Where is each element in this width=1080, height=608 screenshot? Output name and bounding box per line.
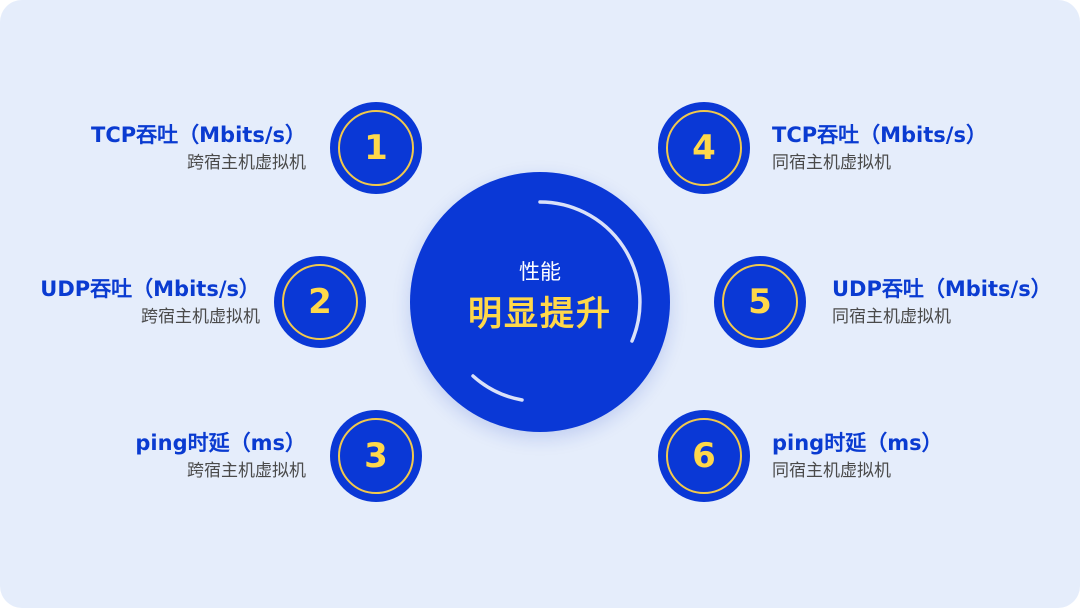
label-2: UDP吞吐（Mbits/s） 跨宿主机虚拟机 bbox=[0, 276, 260, 329]
node-ring bbox=[722, 264, 798, 340]
center-title: 明显提升 bbox=[468, 294, 612, 334]
node-ring bbox=[666, 110, 742, 186]
item-desc: 同宿主机虚拟机 bbox=[772, 153, 891, 173]
label-6: ping时延（ms） 同宿主机虚拟机 bbox=[772, 430, 1072, 483]
node-ring bbox=[338, 418, 414, 494]
label-3: ping时延（ms） 跨宿主机虚拟机 bbox=[6, 430, 306, 483]
item-desc: 跨宿主机虚拟机 bbox=[187, 461, 306, 481]
center-ring-decoration bbox=[471, 200, 642, 402]
item-desc: 跨宿主机虚拟机 bbox=[187, 153, 306, 173]
item-desc: 同宿主机虚拟机 bbox=[832, 307, 951, 327]
item-desc: 跨宿主机虚拟机 bbox=[141, 307, 260, 327]
item-title: ping时延（ms） bbox=[772, 431, 943, 455]
label-4: TCP吞吐（Mbits/s） 同宿主机虚拟机 bbox=[772, 122, 1072, 175]
node-number: 4 bbox=[692, 128, 716, 168]
node-3: 3 bbox=[330, 410, 422, 502]
node-number: 1 bbox=[364, 128, 388, 168]
node-4: 4 bbox=[658, 102, 750, 194]
label-5: UDP吞吐（Mbits/s） 同宿主机虚拟机 bbox=[832, 276, 1072, 329]
node-number: 5 bbox=[748, 282, 772, 322]
item-desc: 同宿主机虚拟机 bbox=[772, 461, 891, 481]
center-subtitle: 性能 bbox=[519, 260, 561, 284]
node-1: 1 bbox=[330, 102, 422, 194]
node-6: 6 bbox=[658, 410, 750, 502]
node-ring bbox=[282, 264, 358, 340]
item-title: TCP吞吐（Mbits/s） bbox=[772, 123, 987, 147]
node-2: 2 bbox=[274, 256, 366, 348]
node-5: 5 bbox=[714, 256, 806, 348]
node-number: 3 bbox=[364, 436, 388, 476]
item-title: TCP吞吐（Mbits/s） bbox=[91, 123, 306, 147]
item-title: UDP吞吐（Mbits/s） bbox=[40, 277, 260, 301]
node-number: 6 bbox=[692, 436, 716, 476]
node-number: 2 bbox=[308, 282, 332, 322]
item-title: ping时延（ms） bbox=[135, 431, 306, 455]
center-hub: 性能 明显提升 bbox=[410, 172, 670, 432]
label-1: TCP吞吐（Mbits/s） 跨宿主机虚拟机 bbox=[6, 122, 306, 175]
item-title: UDP吞吐（Mbits/s） bbox=[832, 277, 1052, 301]
node-ring bbox=[338, 110, 414, 186]
node-ring bbox=[666, 418, 742, 494]
